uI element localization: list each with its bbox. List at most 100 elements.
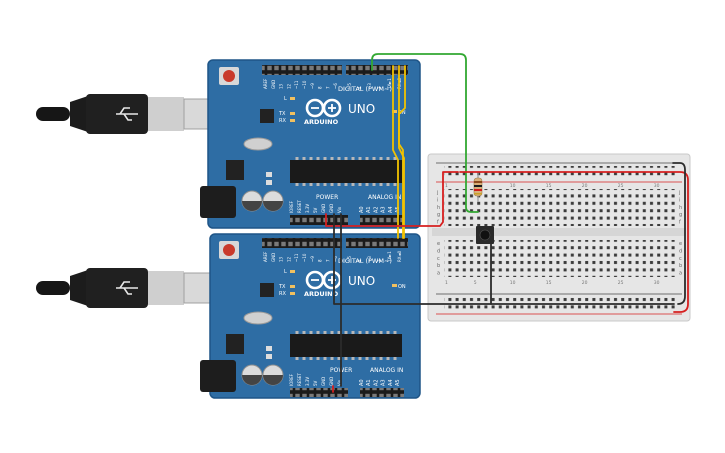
- led-label-rx: RX: [279, 118, 286, 124]
- pin-label: RX◄0: [397, 250, 402, 262]
- pin-label: 5V: [313, 207, 318, 213]
- voltage-regulator: [226, 160, 244, 180]
- push-button[interactable]: [476, 226, 494, 244]
- wire-green[interactable]: [371, 53, 479, 213]
- usb-cable-top: [36, 94, 219, 134]
- pin-label: 3.3V: [305, 377, 310, 386]
- resistor[interactable]: [473, 172, 483, 202]
- crystal: [243, 311, 273, 325]
- pin-label: 13: [279, 256, 284, 262]
- pin-label: A4: [388, 379, 394, 386]
- power-jack: [200, 186, 236, 218]
- column-numbers: 115510101515202025253030: [445, 183, 660, 286]
- pin-label: 8: [318, 86, 323, 89]
- pin-label: ~6: [333, 256, 338, 262]
- column-number: 30: [654, 183, 660, 189]
- row-letter: a: [437, 271, 440, 277]
- model-label: UNO: [348, 102, 375, 116]
- pin-label: GND: [321, 204, 326, 213]
- pin-label: ~11: [294, 253, 299, 262]
- row-letter: j: [678, 190, 680, 196]
- wire-red-power[interactable]: [325, 171, 459, 227]
- usb-chip: [260, 109, 274, 123]
- on-label: ON: [398, 284, 406, 290]
- terminal-strip-bottom: [444, 240, 676, 277]
- digital-label: DIGITAL (PWM~): [338, 85, 392, 93]
- pin-label: TX►1: [387, 251, 392, 263]
- brand-label: ARDUINO: [304, 118, 339, 126]
- pin-label: ~9: [310, 256, 315, 262]
- pin-label: ~5: [347, 83, 352, 89]
- wire-yellow-3[interactable]: [398, 65, 406, 239]
- usb-chip: [260, 283, 274, 297]
- pin-label: ~10: [302, 80, 307, 89]
- pin-label: IOREF: [289, 373, 294, 386]
- led-label-tx: TX: [278, 284, 286, 290]
- reset-button[interactable]: [219, 241, 239, 259]
- pin-label: 8: [318, 259, 323, 262]
- pin-label: A0: [359, 206, 365, 213]
- wire-red-rail[interactable]: [459, 171, 689, 313]
- column-number: 30: [654, 280, 660, 286]
- column-number: 10: [510, 183, 516, 189]
- pin-label: A5: [395, 379, 401, 386]
- pin-label: GND: [271, 253, 276, 262]
- column-number: 20: [582, 183, 588, 189]
- usb-cable-bottom: [36, 268, 219, 308]
- pin-label: TX►1: [387, 78, 392, 90]
- row-letter: e: [679, 241, 682, 247]
- column-number: 25: [618, 280, 624, 286]
- column-number: 1: [445, 280, 448, 286]
- row-letter: g: [437, 212, 440, 218]
- column-number: 5: [474, 280, 477, 286]
- row-letter: f: [679, 220, 681, 226]
- reset-button[interactable]: [219, 67, 239, 85]
- pin-label: A3: [381, 206, 387, 213]
- wire-yellow-1[interactable]: [392, 65, 399, 239]
- pin-label: A1: [366, 206, 372, 213]
- pin-label: 4: [357, 86, 362, 89]
- row-letter: h: [679, 205, 682, 211]
- row-letter: a: [679, 271, 682, 277]
- crystal: [243, 137, 273, 151]
- row-letter: b: [437, 263, 440, 269]
- row-letter: f: [437, 220, 439, 226]
- brand-label: ARDUINO: [304, 290, 339, 298]
- pin-label: Vin: [337, 379, 342, 386]
- pin-label: 5V: [313, 380, 318, 386]
- wire-black-rail[interactable]: [672, 162, 686, 305]
- pin-label: A4: [388, 206, 394, 213]
- pin-label: Vin: [337, 206, 342, 213]
- pin-label: ~9: [310, 83, 315, 89]
- voltage-regulator: [226, 334, 244, 354]
- usb-symbol-icon: [116, 281, 138, 295]
- pin-label: ~3: [367, 256, 372, 262]
- pin-label: A0: [359, 379, 365, 386]
- model-label: UNO: [348, 274, 375, 288]
- led-label-tx: TX: [278, 111, 286, 117]
- wire-black-gnd-top[interactable]: [333, 213, 675, 305]
- row-letter: i: [679, 197, 680, 203]
- pin-label: 12: [286, 83, 291, 89]
- atmega-chip: [290, 157, 402, 186]
- pin-label: RESET: [297, 200, 302, 213]
- pin-label: A3: [381, 379, 387, 386]
- column-number: 10: [510, 280, 516, 286]
- pin-label: 3.3V: [305, 204, 310, 213]
- pin-label: A2: [373, 206, 379, 213]
- pin-label: GND: [329, 377, 334, 386]
- column-number: 15: [546, 183, 552, 189]
- wire-yellow-2[interactable]: [398, 65, 405, 239]
- digital-label: DIGITAL (PWM~): [338, 257, 392, 265]
- pin-label: 13: [279, 83, 284, 89]
- analog-label: ANALOG IN: [368, 194, 401, 201]
- column-number: 20: [582, 280, 588, 286]
- pin-label: ~3: [367, 83, 372, 89]
